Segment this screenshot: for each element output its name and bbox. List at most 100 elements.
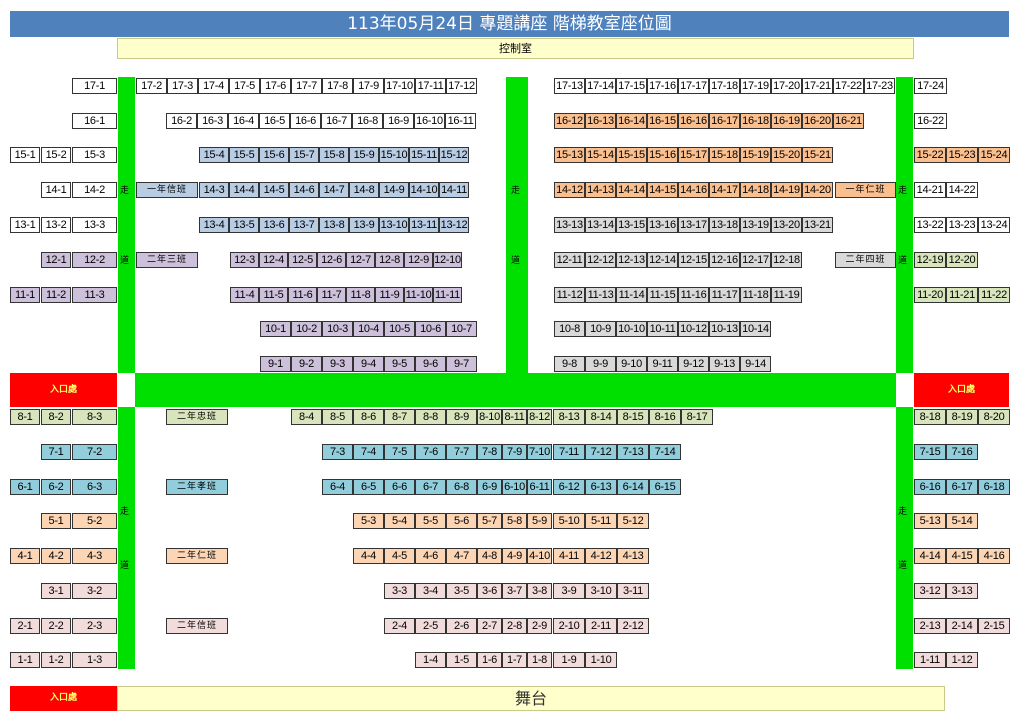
seat-1-11: 1-11 (914, 652, 946, 668)
seat-10-8: 10-8 (554, 321, 585, 337)
seat-17-20: 17-20 (771, 78, 802, 94)
class-label-g2-xin: 二年信班 (166, 618, 228, 634)
seat-17-14: 17-14 (585, 78, 616, 94)
seat-17-9: 17-9 (353, 78, 384, 94)
seat-3-6: 3-6 (477, 583, 502, 599)
seat-16-1: 16-1 (72, 113, 117, 129)
seat-15-6: 15-6 (259, 147, 289, 163)
seat-8-17: 8-17 (681, 409, 713, 425)
seat-16-18: 16-18 (740, 113, 771, 129)
entrance-right: 入口處 (914, 373, 1009, 407)
seat-13-19: 13-19 (740, 217, 771, 233)
seat-17-7: 17-7 (291, 78, 322, 94)
seat-8-14: 8-14 (585, 409, 617, 425)
seat-6-11: 6-11 (527, 479, 552, 495)
seat-12-6: 12-6 (317, 252, 346, 268)
seat-3-4: 3-4 (415, 583, 446, 599)
aisle-right-upper (896, 77, 913, 373)
seat-7-4: 7-4 (353, 444, 384, 460)
seat-6-17: 6-17 (946, 479, 978, 495)
seat-17-15: 17-15 (616, 78, 647, 94)
seat-16-22: 16-22 (914, 113, 947, 129)
aisle-label-way: 道 (898, 256, 908, 266)
seat-1-10: 1-10 (585, 652, 617, 668)
seat-4-16: 4-16 (978, 548, 1010, 564)
seat-9-9: 9-9 (585, 356, 616, 372)
seat-9-6: 9-6 (415, 356, 446, 372)
seat-13-14: 13-14 (585, 217, 616, 233)
seat-15-15: 15-15 (616, 147, 647, 163)
seat-8-3: 8-3 (72, 409, 117, 425)
seat-16-3: 16-3 (197, 113, 228, 129)
seat-13-22: 13-22 (914, 217, 946, 233)
seat-6-13: 6-13 (585, 479, 617, 495)
seat-8-18: 8-18 (914, 409, 946, 425)
seat-1-5: 1-5 (446, 652, 477, 668)
seat-11-17: 11-17 (709, 287, 740, 303)
seat-8-1: 8-1 (10, 409, 40, 425)
seat-11-22: 11-22 (978, 287, 1010, 303)
seat-16-17: 16-17 (709, 113, 740, 129)
seat-5-12: 5-12 (617, 513, 649, 529)
seat-2-7: 2-7 (477, 618, 502, 634)
seat-14-21: 14-21 (914, 182, 946, 198)
seat-5-13: 5-13 (914, 513, 946, 529)
seat-17-4: 17-4 (198, 78, 229, 94)
seat-1-6: 1-6 (477, 652, 502, 668)
seat-9-8: 9-8 (554, 356, 585, 372)
seat-7-10: 7-10 (527, 444, 552, 460)
seat-13-9: 13-9 (349, 217, 379, 233)
aisle-right-lower (896, 407, 913, 669)
seat-1-9: 1-9 (553, 652, 585, 668)
seat-6-5: 6-5 (353, 479, 384, 495)
seat-15-8: 15-8 (319, 147, 349, 163)
seat-4-7: 4-7 (446, 548, 477, 564)
seat-13-24: 13-24 (978, 217, 1010, 233)
seat-14-9: 14-9 (379, 182, 409, 198)
seat-8-19: 8-19 (946, 409, 978, 425)
seat-2-6: 2-6 (446, 618, 477, 634)
seat-11-15: 11-15 (647, 287, 678, 303)
seat-1-7: 1-7 (502, 652, 527, 668)
seat-11-18: 11-18 (740, 287, 771, 303)
seat-17-13: 17-13 (554, 78, 585, 94)
seat-12-3: 12-3 (230, 252, 259, 268)
seat-8-15: 8-15 (617, 409, 649, 425)
seat-14-19: 14-19 (771, 182, 802, 198)
seat-16-16: 16-16 (678, 113, 709, 129)
seat-14-5: 14-5 (259, 182, 289, 198)
seat-7-15: 7-15 (914, 444, 946, 460)
seat-9-12: 9-12 (678, 356, 709, 372)
aisle-label-walk: 走 (120, 507, 130, 517)
seat-10-4: 10-4 (353, 321, 384, 337)
seat-10-3: 10-3 (322, 321, 353, 337)
seat-2-5: 2-5 (415, 618, 446, 634)
seat-13-10: 13-10 (379, 217, 409, 233)
seat-3-11: 3-11 (617, 583, 649, 599)
page-title: 113年05月24日 專題講座 階梯教室座位圖 (10, 11, 1009, 37)
seat-3-10: 3-10 (585, 583, 617, 599)
seat-8-5: 8-5 (322, 409, 353, 425)
seat-6-15: 6-15 (649, 479, 681, 495)
seat-11-12: 11-12 (554, 287, 585, 303)
seat-15-4: 15-4 (199, 147, 229, 163)
seat-16-20: 16-20 (802, 113, 833, 129)
seat-8-9: 8-9 (446, 409, 477, 425)
seat-14-22: 14-22 (946, 182, 978, 198)
seat-16-12: 16-12 (554, 113, 585, 129)
seat-2-4: 2-4 (384, 618, 415, 634)
seat-5-11: 5-11 (585, 513, 617, 529)
seat-13-4: 13-4 (199, 217, 229, 233)
seat-1-1: 1-1 (10, 652, 40, 668)
seat-6-16: 6-16 (914, 479, 946, 495)
seat-15-3: 15-3 (72, 147, 117, 163)
seat-14-4: 14-4 (229, 182, 259, 198)
seat-9-13: 9-13 (709, 356, 740, 372)
seat-5-8: 5-8 (502, 513, 527, 529)
seat-17-18: 17-18 (709, 78, 740, 94)
seat-2-15: 2-15 (978, 618, 1010, 634)
seat-15-9: 15-9 (349, 147, 379, 163)
seat-4-15: 4-15 (946, 548, 978, 564)
seat-10-1: 10-1 (260, 321, 291, 337)
seat-6-10: 6-10 (502, 479, 527, 495)
